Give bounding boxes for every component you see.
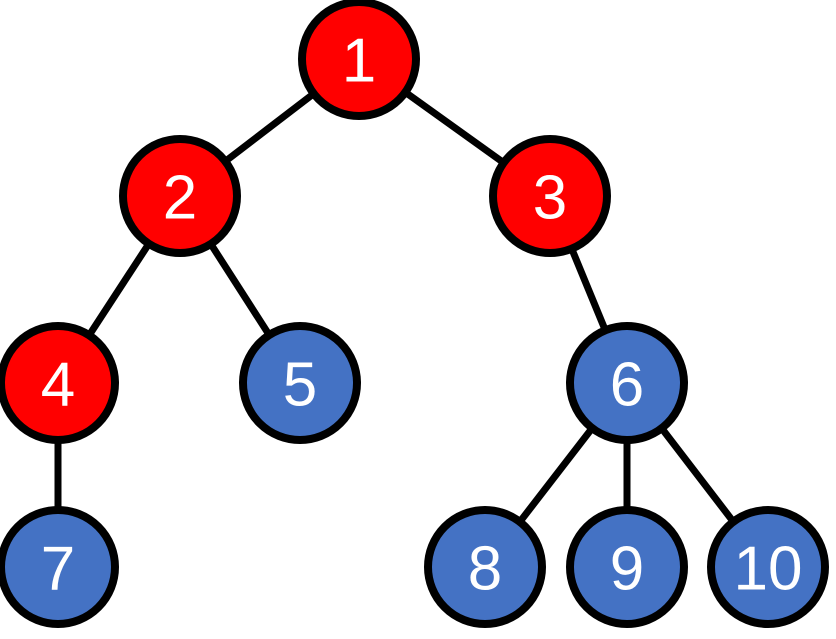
node-circle-10[interactable]	[707, 506, 829, 628]
node-circle-3[interactable]	[489, 135, 611, 257]
node-label-8: 8	[468, 535, 502, 604]
node-label-10: 10	[734, 535, 803, 604]
node-label-7: 7	[41, 535, 75, 604]
node-circle-8[interactable]	[424, 506, 546, 628]
node-label-3: 3	[533, 164, 567, 233]
node-label-5: 5	[283, 351, 317, 420]
node-label-2: 2	[163, 164, 197, 233]
node-circle-1[interactable]	[298, 0, 420, 120]
tree-node-5[interactable]: 5	[239, 322, 361, 444]
node-label-9: 9	[610, 535, 644, 604]
node-circle-4[interactable]	[0, 322, 119, 444]
node-circle-5[interactable]	[239, 322, 361, 444]
tree-node-9[interactable]: 9	[566, 506, 688, 628]
node-circle-7[interactable]	[0, 506, 119, 628]
node-layer: 1 2 3 4 5 6 7 8 9 10	[0, 0, 829, 628]
node-label-4: 4	[41, 351, 75, 420]
node-circle-6[interactable]	[566, 322, 688, 444]
node-label-1: 1	[342, 27, 376, 96]
node-circle-9[interactable]	[566, 506, 688, 628]
node-circle-2[interactable]	[119, 135, 241, 257]
edge-layer	[54, 56, 771, 570]
tree-node-3[interactable]: 3	[489, 135, 611, 257]
tree-node-1[interactable]: 1	[298, 0, 420, 120]
tree-node-10[interactable]: 10	[707, 506, 829, 628]
tree-node-8[interactable]: 8	[424, 506, 546, 628]
tree-node-6[interactable]: 6	[566, 322, 688, 444]
node-label-6: 6	[610, 351, 644, 420]
tree-node-2[interactable]: 2	[119, 135, 241, 257]
tree-node-7[interactable]: 7	[0, 506, 119, 628]
tree-node-4[interactable]: 4	[0, 322, 119, 444]
